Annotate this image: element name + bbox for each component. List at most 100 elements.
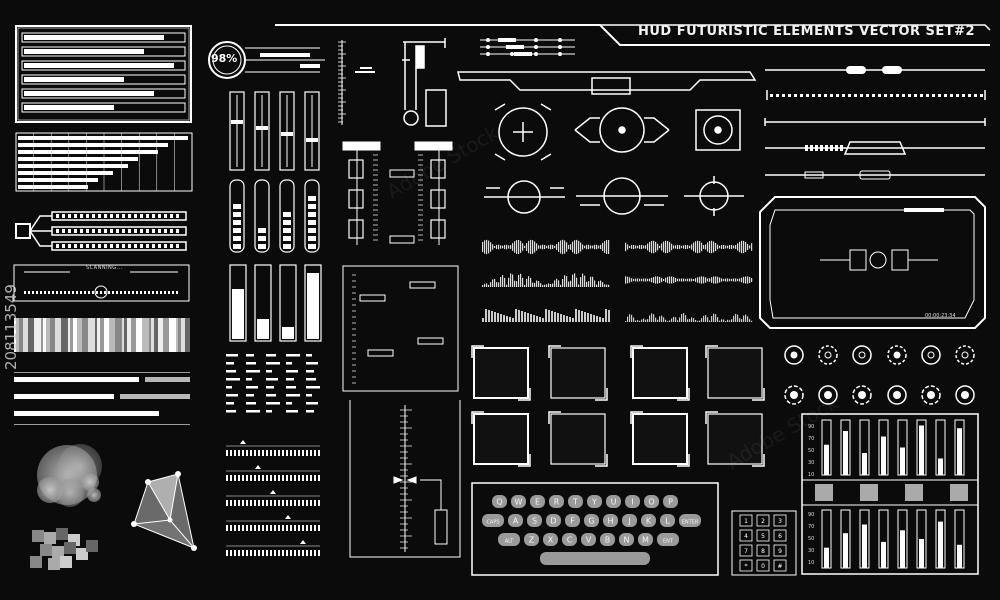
wave-block (689, 319, 691, 322)
dotted-row-tick (274, 450, 276, 456)
wave-bar (703, 276, 705, 284)
wave-spike (502, 275, 504, 287)
table-bar (18, 157, 138, 161)
wave-bar (625, 276, 627, 284)
battery-cell (308, 236, 316, 241)
reticle-low-2-lines (576, 195, 668, 206)
barcode-bar (95, 318, 97, 352)
wave-bar (681, 245, 683, 249)
dotted-row-tick (234, 550, 236, 556)
wave-bar (675, 245, 677, 249)
table-bar (18, 143, 168, 147)
wave-block (593, 315, 595, 322)
frame-corner (705, 345, 765, 401)
connector-tick (56, 229, 59, 233)
reticle-chain (599, 107, 645, 153)
dotted-row-tick (262, 500, 264, 506)
scan-dot (28, 291, 30, 294)
scan-dot (108, 291, 110, 294)
wave-block (482, 318, 484, 322)
target-circle (887, 345, 907, 365)
barcode-bar (122, 318, 124, 352)
scan-dot (176, 291, 178, 294)
barcode-bar (136, 318, 142, 352)
dotted-row-tick (226, 525, 228, 531)
line-dot (890, 94, 893, 97)
dotted-row-tick (310, 500, 312, 506)
keyboard-key-label: U (611, 498, 617, 507)
dotted-row-tick (298, 500, 300, 506)
wave-block (739, 318, 741, 322)
barcode-bar (46, 318, 50, 352)
wave-spike (522, 277, 524, 287)
screen-frame (759, 196, 986, 329)
wave-spike (548, 283, 550, 287)
wave-block (635, 320, 637, 322)
line-tab-tick (830, 145, 833, 151)
wave-spike (520, 273, 522, 287)
center-header-bar (457, 39, 757, 95)
pin-bar (514, 52, 532, 56)
dotted-row-tick (230, 550, 232, 556)
dotted-row-tick (274, 525, 276, 531)
dotted-row-tick (258, 550, 260, 556)
wave-spike (528, 276, 530, 287)
wave-block (596, 316, 598, 322)
barcode-strip (14, 318, 190, 352)
frame-corner (548, 411, 608, 467)
connector-tick (62, 244, 65, 248)
dotted-row-tick (294, 450, 296, 456)
wave-bar (540, 245, 542, 249)
pin-dot (534, 38, 538, 42)
keyboard-key-label: V (586, 536, 592, 545)
mixer-knob-block (905, 484, 923, 501)
waveform-group (482, 239, 753, 322)
scan-dot (156, 291, 158, 294)
target-circle-core (961, 391, 969, 399)
wave-spike (576, 277, 578, 287)
keypad-key (773, 559, 787, 572)
wave-bar (671, 276, 673, 284)
connector-tick (56, 244, 59, 248)
wave-bar (699, 241, 701, 253)
wave-spike (532, 282, 534, 287)
battery-cell (308, 220, 316, 225)
wave-bar (683, 278, 685, 282)
wave-bar (665, 240, 667, 254)
reticle-corner (494, 103, 552, 161)
ladder-block (348, 189, 364, 209)
wave-block (587, 313, 589, 322)
wave-bar (709, 241, 711, 253)
keypad-key (739, 514, 753, 527)
keyboard-key (511, 495, 526, 508)
dotted-row-tick (242, 550, 244, 556)
battery-cell (233, 236, 241, 241)
dotted-row-tick (298, 475, 300, 481)
wave-bar (739, 241, 741, 253)
dotted-row-tick (278, 450, 280, 456)
dotted-row-tick (250, 475, 252, 481)
frame-square (550, 413, 606, 465)
keyboard-key-label: G (588, 517, 594, 526)
wave-bar (588, 244, 590, 250)
dotted-row-tick (294, 500, 296, 506)
wave-block (599, 317, 601, 322)
wave-block (602, 318, 604, 322)
wave-block (729, 320, 731, 322)
wave-block (605, 309, 607, 322)
wave-bar (625, 242, 627, 252)
wave-bar (695, 241, 697, 253)
wave-bar (743, 240, 745, 254)
wave-block (743, 315, 745, 322)
ruler-ticks (338, 41, 346, 123)
connector-tick (116, 214, 119, 218)
dotted-row-tick (318, 500, 320, 506)
frame-square (632, 413, 688, 465)
dash-cell (306, 378, 316, 381)
wave-spike (604, 284, 606, 287)
dotted-row-tick (246, 475, 248, 481)
keyboard-key (638, 533, 653, 546)
dotted-row-tick (290, 450, 292, 456)
wave-block (572, 318, 574, 322)
connector-tick (98, 244, 101, 248)
